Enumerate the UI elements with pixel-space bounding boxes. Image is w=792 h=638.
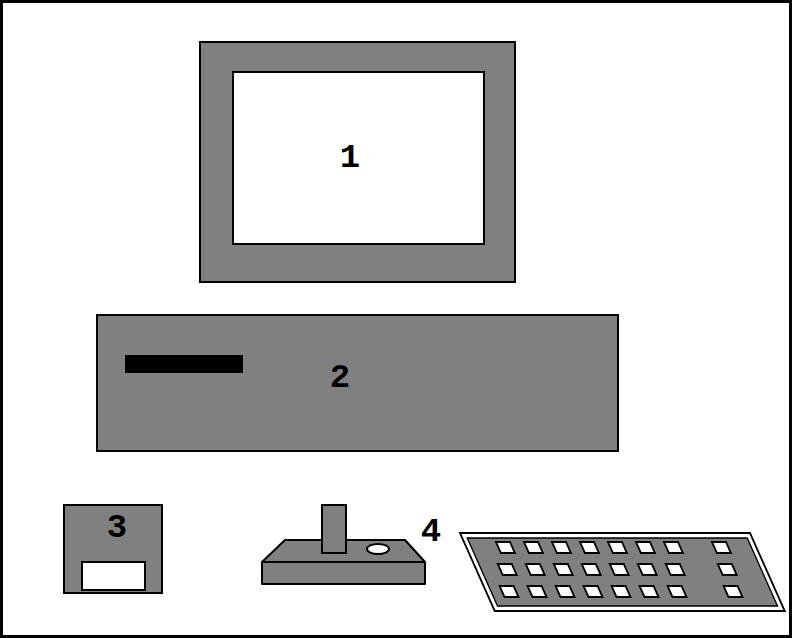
- key: [580, 542, 599, 553]
- key: [584, 586, 603, 597]
- key: [610, 564, 629, 575]
- key: [498, 564, 517, 575]
- key: [712, 542, 731, 553]
- joystick-button: [367, 544, 389, 554]
- key: [556, 586, 575, 597]
- key: [500, 586, 519, 597]
- callout-number: 2: [330, 361, 350, 395]
- key: [666, 564, 685, 575]
- floppy-disk: [64, 505, 162, 593]
- key: [496, 542, 515, 553]
- key: [526, 564, 545, 575]
- key: [528, 586, 547, 597]
- keyboard: [460, 533, 785, 611]
- monitor-housing: [200, 42, 515, 282]
- key: [640, 586, 659, 597]
- key: [608, 542, 627, 553]
- key: [718, 564, 737, 575]
- key: [664, 542, 683, 553]
- key: [582, 564, 601, 575]
- system-unit: [97, 315, 618, 451]
- keyboard-body: [467, 538, 777, 606]
- key: [554, 564, 573, 575]
- keyboard-outer: [460, 533, 785, 611]
- keyboard-keys: [480, 542, 750, 597]
- key: [638, 564, 657, 575]
- key: [636, 542, 655, 553]
- key: [552, 542, 571, 553]
- callout-number: 3: [107, 511, 127, 545]
- callout-number: 4: [421, 515, 441, 549]
- key: [668, 586, 687, 597]
- monitor-screen: [233, 72, 484, 244]
- drive-slot: [125, 355, 243, 373]
- key: [524, 542, 543, 553]
- key: [612, 586, 631, 597]
- callout-number: 1: [340, 141, 360, 175]
- floppy-label: [82, 562, 145, 590]
- joystick-base-front: [262, 562, 425, 584]
- key: [724, 586, 743, 597]
- joystick-stick: [322, 505, 346, 553]
